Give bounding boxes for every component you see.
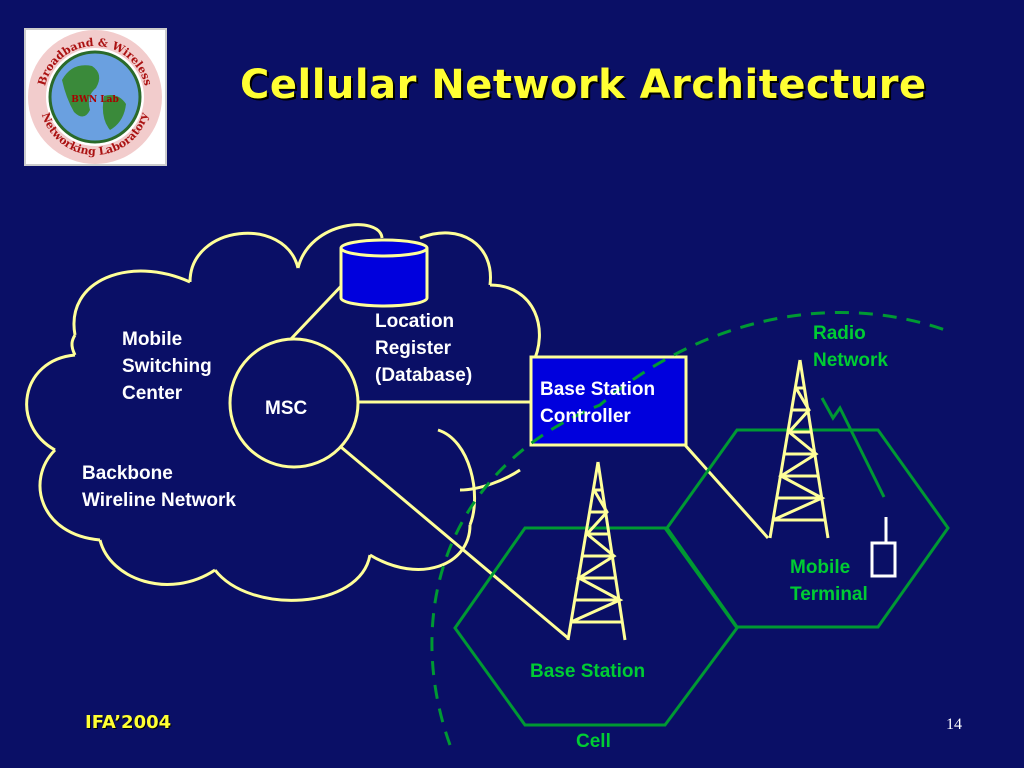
bsc-box xyxy=(529,355,688,447)
logo-center-text: BWN Lab xyxy=(71,95,119,105)
radio-link xyxy=(820,397,886,498)
backbone-label: Backbone Wireline Network xyxy=(82,463,236,511)
msc-to-register-link xyxy=(288,280,347,342)
footer-conference: IFA’2004 xyxy=(85,712,172,733)
base-station-label: Base Station xyxy=(530,661,646,682)
page-number: 14 xyxy=(946,716,962,733)
mobile-terminal-icon xyxy=(870,517,897,578)
location-register-database-icon xyxy=(339,238,429,308)
bwn-lab-logo: BWN Lab Broadband & Wireless Networking … xyxy=(24,28,167,166)
mobile-terminal-label: Mobile Terminal xyxy=(790,557,868,605)
location-register-label: Location Register (Database) xyxy=(375,311,473,386)
msc-label: MSC xyxy=(265,398,308,419)
radio-network-label: Radio Network xyxy=(813,323,888,371)
cell-label: Cell xyxy=(576,731,611,752)
radio-tower-icon xyxy=(768,359,830,539)
msc-to-base-station-link xyxy=(334,440,569,640)
msc-full-label: Mobile Switching Center xyxy=(122,329,212,404)
base-station-tower-icon xyxy=(566,461,627,641)
wireline-links xyxy=(288,280,770,640)
cell-hexagon-left xyxy=(453,526,739,727)
backbone-cloud xyxy=(25,223,541,602)
bsc-label: Base Station Controller xyxy=(540,379,656,427)
msc-node xyxy=(228,337,360,469)
bsc-to-tower-link xyxy=(683,444,770,539)
cell-hexagon-right xyxy=(665,428,950,629)
radio-network-boundary xyxy=(430,310,946,746)
slide-title: Cellular Network Architecture xyxy=(240,62,927,108)
